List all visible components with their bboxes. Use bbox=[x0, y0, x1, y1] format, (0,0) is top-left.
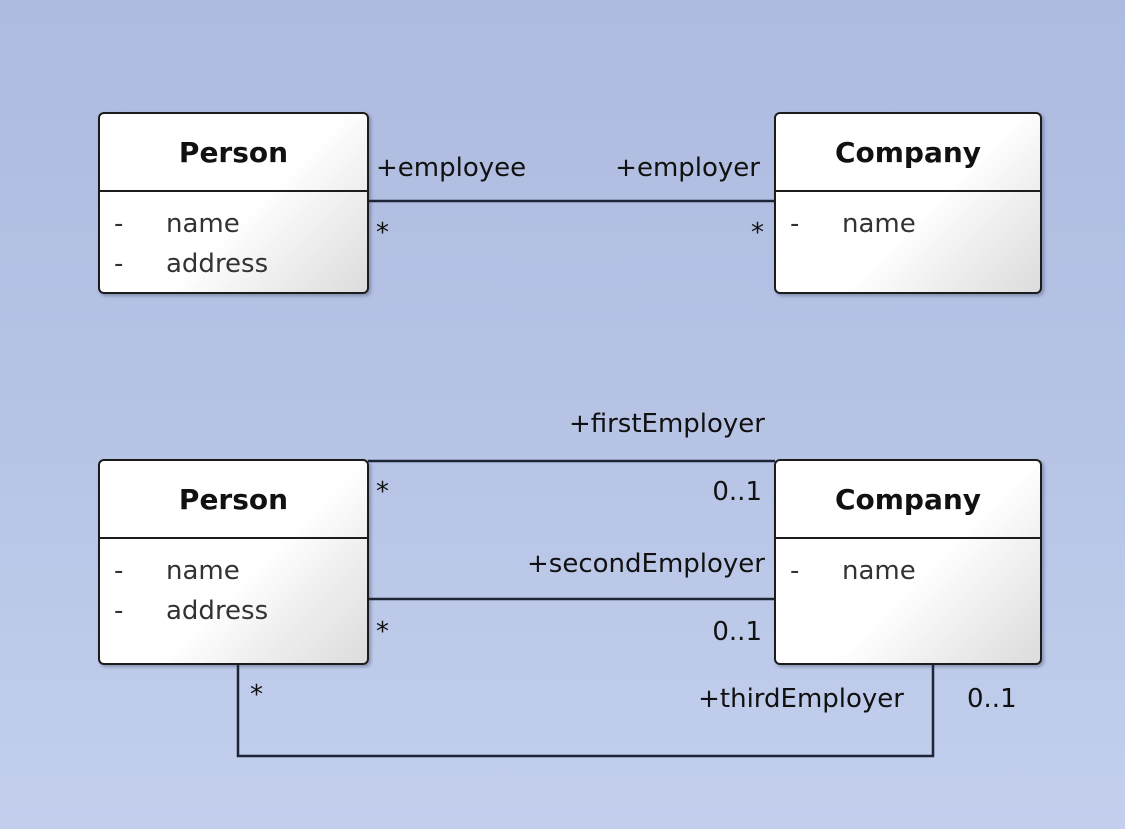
attribute-name: name bbox=[842, 209, 916, 239]
role-label-second-employer: +secondEmployer bbox=[527, 549, 765, 579]
attribute-row[interactable]: - address bbox=[100, 244, 367, 284]
attribute-visibility: - bbox=[114, 596, 124, 626]
class-company-bottom[interactable]: Company - name bbox=[774, 459, 1042, 665]
class-name: Person bbox=[100, 114, 367, 192]
multiplicity-person-third: * bbox=[250, 680, 263, 710]
attribute-row[interactable]: - name bbox=[100, 551, 367, 591]
attribute-row[interactable]: - address bbox=[100, 591, 367, 631]
class-person-top[interactable]: Person - name - address bbox=[98, 112, 369, 294]
class-name: Company bbox=[776, 114, 1040, 192]
association-line-third-employer[interactable] bbox=[236, 664, 935, 758]
attribute-visibility: - bbox=[114, 556, 124, 586]
role-label-first-employer: +firstEmployer bbox=[568, 409, 765, 439]
class-name: Person bbox=[100, 461, 367, 539]
attribute-name: name bbox=[166, 556, 240, 586]
attribute-row[interactable]: - name bbox=[776, 204, 1040, 244]
multiplicity-company-third: 0..1 bbox=[967, 684, 1017, 714]
multiplicity-company: * bbox=[751, 218, 764, 248]
attribute-name: name bbox=[166, 209, 240, 239]
attribute-name: address bbox=[166, 596, 269, 626]
attribute-visibility: - bbox=[114, 209, 124, 239]
attribute-compartment: - name bbox=[776, 539, 1040, 591]
attribute-visibility: - bbox=[790, 556, 800, 586]
attribute-visibility: - bbox=[114, 249, 124, 279]
attribute-row[interactable]: - name bbox=[776, 551, 1040, 591]
class-person-bottom[interactable]: Person - name - address bbox=[98, 459, 369, 665]
multiplicity-company-second: 0..1 bbox=[712, 617, 762, 647]
multiplicity-person: * bbox=[376, 218, 389, 248]
class-name: Company bbox=[776, 461, 1040, 539]
attribute-compartment: - name bbox=[776, 192, 1040, 244]
attribute-row[interactable]: - name bbox=[100, 204, 367, 244]
multiplicity-person-first: * bbox=[376, 477, 389, 507]
role-label-employer: +employer bbox=[615, 153, 760, 183]
attribute-name: name bbox=[842, 556, 916, 586]
multiplicity-person-second: * bbox=[376, 617, 389, 647]
multiplicity-company-first: 0..1 bbox=[712, 477, 762, 507]
attribute-compartment: - name - address bbox=[100, 192, 367, 284]
role-label-employee: +employee bbox=[376, 153, 527, 183]
class-company-top[interactable]: Company - name bbox=[774, 112, 1042, 294]
attribute-name: address bbox=[166, 249, 269, 279]
role-label-third-employer: +thirdEmployer bbox=[698, 684, 904, 714]
attribute-compartment: - name - address bbox=[100, 539, 367, 631]
attribute-visibility: - bbox=[790, 209, 800, 239]
